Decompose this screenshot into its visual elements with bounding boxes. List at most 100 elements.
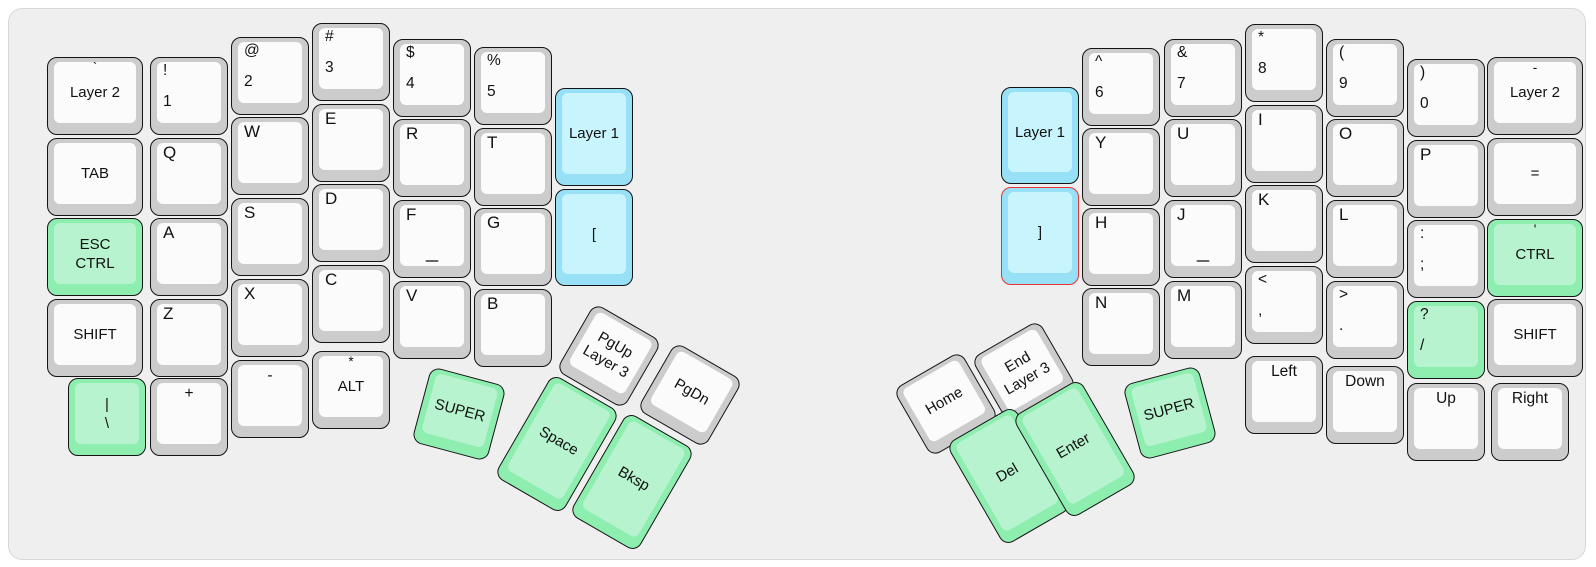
key-legend: * <box>348 354 354 369</box>
key-quote-ctrl[interactable]: 'CTRL <box>1487 219 1583 297</box>
keycap-top: Q <box>157 143 221 204</box>
key-equals[interactable]: = <box>1487 138 1583 216</box>
key-excl-1[interactable]: !1 <box>150 57 228 135</box>
key-layer1-left[interactable]: Layer 1 <box>555 88 633 186</box>
key-dollar-4[interactable]: $4 <box>393 39 471 117</box>
key-q[interactable]: Q <box>150 138 228 216</box>
keycap-top: Y <box>1089 133 1153 194</box>
key-legend: Home <box>922 383 966 419</box>
keycap-top: [ <box>562 194 626 274</box>
key-u[interactable]: U <box>1164 119 1242 197</box>
key-b[interactable]: B <box>474 289 552 367</box>
key-v[interactable]: V <box>393 281 471 359</box>
key-o[interactable]: O <box>1326 119 1404 197</box>
key-gt-period[interactable]: >. <box>1326 281 1404 359</box>
key-y[interactable]: Y <box>1082 128 1160 206</box>
key-f[interactable]: F <box>393 200 471 278</box>
key-arrow-down[interactable]: Down <box>1326 366 1404 444</box>
key-legend: ^ <box>1095 53 1103 70</box>
key-legend-secondary: 8 <box>1258 60 1267 77</box>
key-r[interactable]: R <box>393 119 471 197</box>
key-z[interactable]: Z <box>150 299 228 377</box>
key-shift-left[interactable]: SHIFT <box>47 299 143 377</box>
key-lt-comma[interactable]: <, <box>1245 266 1323 344</box>
key-hash-3[interactable]: #3 <box>312 23 390 101</box>
key-w[interactable]: W <box>231 117 309 195</box>
key-legend-secondary: \ <box>104 414 110 432</box>
key-plus[interactable]: + <box>150 378 228 456</box>
key-legend: Space <box>536 422 582 459</box>
key-legend: W <box>244 122 261 141</box>
key-legend: ( <box>1339 44 1345 61</box>
key-minus[interactable]: - <box>231 360 309 438</box>
key-s[interactable]: S <box>231 198 309 276</box>
key-legend: A <box>163 223 175 242</box>
key-rbracket[interactable]: ] <box>1001 187 1079 285</box>
key-layer2-right[interactable]: -Layer 2 <box>1487 57 1583 135</box>
key-e[interactable]: E <box>312 104 390 182</box>
key-at-2[interactable]: @2 <box>231 37 309 115</box>
key-legend: U <box>1177 124 1190 143</box>
key-a[interactable]: A <box>150 218 228 296</box>
key-x[interactable]: X <box>231 279 309 357</box>
key-t[interactable]: T <box>474 128 552 206</box>
key-caret-6[interactable]: ^6 <box>1082 48 1160 126</box>
keycap-top: H <box>1089 213 1153 274</box>
key-legend-secondary: , <box>1258 302 1263 319</box>
key-d[interactable]: D <box>312 184 390 262</box>
key-percent-5[interactable]: %5 <box>474 47 552 125</box>
key-legend: H <box>1095 213 1108 232</box>
key-legend: Down <box>1345 373 1385 390</box>
key-j[interactable]: J <box>1164 200 1242 278</box>
key-legend: [ <box>591 225 597 243</box>
key-pipe-backslash[interactable]: |\ <box>68 378 146 456</box>
key-k[interactable]: K <box>1245 185 1323 263</box>
keycap-top: + <box>157 383 221 444</box>
key-colon-semi[interactable]: :; <box>1407 220 1485 298</box>
key-l[interactable]: L <box>1326 200 1404 278</box>
key-lparen-9[interactable]: (9 <box>1326 39 1404 117</box>
key-arrow-left[interactable]: Left <box>1245 356 1323 434</box>
key-shift-right[interactable]: SHIFT <box>1487 299 1583 377</box>
key-question-slash[interactable]: ?/ <box>1407 301 1485 379</box>
keycap-top: - <box>238 365 302 426</box>
keycap-top: O <box>1333 124 1397 185</box>
key-rparen-0[interactable]: )0 <box>1407 59 1485 137</box>
key-super-right[interactable]: SUPER <box>1122 365 1218 461</box>
keycap-top: C <box>319 270 383 331</box>
key-super-left[interactable]: SUPER <box>411 366 507 462</box>
key-tab[interactable]: TAB <box>47 138 143 216</box>
keycap-top: $4 <box>400 44 464 105</box>
key-arrow-right[interactable]: Right <box>1491 383 1569 461</box>
key-layer1-right[interactable]: Layer 1 <box>1001 87 1079 184</box>
key-legend: SUPER <box>432 395 488 426</box>
key-legend: % <box>487 52 501 69</box>
key-ast-alt[interactable]: *ALT <box>312 351 390 429</box>
keycap-top: SHIFT <box>54 304 136 365</box>
key-lbracket[interactable]: [ <box>555 189 633 286</box>
key-c[interactable]: C <box>312 265 390 343</box>
key-amp-7[interactable]: &7 <box>1164 39 1242 117</box>
key-layer2-left[interactable]: `Layer 2 <box>47 57 143 135</box>
keycap-top: *8 <box>1252 29 1316 90</box>
keycap-top: S <box>238 203 302 264</box>
key-legend: G <box>487 213 501 232</box>
key-legend-secondary: / <box>1420 337 1425 354</box>
key-h[interactable]: H <box>1082 208 1160 286</box>
key-ast-8[interactable]: *8 <box>1245 24 1323 102</box>
key-n[interactable]: N <box>1082 288 1160 366</box>
key-i[interactable]: I <box>1245 105 1323 183</box>
key-legend: X <box>244 284 256 303</box>
keycap-top: T <box>481 133 545 194</box>
key-arrow-up[interactable]: Up <box>1407 383 1485 461</box>
key-p[interactable]: P <box>1407 140 1485 218</box>
key-g[interactable]: G <box>474 208 552 286</box>
keycap-top: #3 <box>319 28 383 89</box>
key-legend-secondary: 9 <box>1339 75 1348 92</box>
key-m[interactable]: M <box>1164 281 1242 359</box>
key-legend-secondary: 6 <box>1095 84 1104 101</box>
key-legend: # <box>325 28 334 45</box>
